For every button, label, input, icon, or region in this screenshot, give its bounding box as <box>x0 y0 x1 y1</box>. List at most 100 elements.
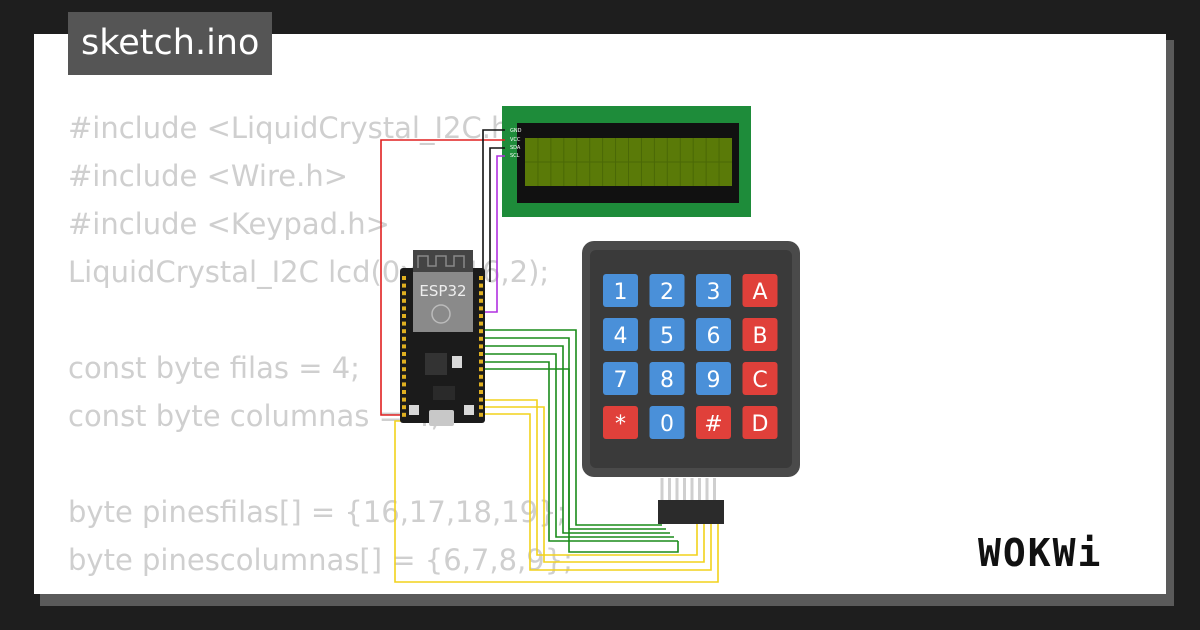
keypad-key[interactable]: 3 <box>696 274 731 307</box>
connector-pin <box>668 478 671 500</box>
esp32-pin <box>479 390 483 394</box>
connector-pin <box>683 478 686 500</box>
keypad-key-label: 4 <box>614 324 628 349</box>
esp32-pin <box>479 314 483 318</box>
lcd-display[interactable]: GND VCC SDA SCL <box>502 106 751 217</box>
esp32-pin <box>402 405 406 410</box>
keypad-key[interactable]: B <box>742 318 778 351</box>
keypad-key-label: B <box>752 324 767 349</box>
esp32-pin <box>479 321 483 326</box>
esp32-pin <box>402 321 406 326</box>
code-line: char teclas[4][4] = {{'1','2','3','A'}, <box>68 584 583 594</box>
keypad-key[interactable]: C <box>742 362 778 395</box>
esp32-pin <box>479 374 483 379</box>
esp32-pin <box>479 382 483 387</box>
lcd-pin-labels: GND VCC SDA SCL <box>510 128 522 159</box>
code-line: #include <Wire.h> <box>68 159 349 193</box>
esp32-board[interactable]: ESP32 <box>400 250 485 426</box>
connector-pin <box>675 478 679 500</box>
keypad-key[interactable]: A <box>742 274 778 307</box>
keypad-key[interactable]: 1 <box>603 274 638 307</box>
lcd-pin-label: SDA <box>510 145 521 151</box>
wire-black <box>489 147 505 282</box>
esp32-pin <box>402 412 406 417</box>
code-line: #include <Keypad.h> <box>68 207 390 241</box>
lcd-pin-label: VCC <box>510 137 521 143</box>
connector-pin <box>713 478 716 500</box>
wire-yellow <box>402 413 712 571</box>
keypad-key[interactable]: 0 <box>649 406 685 439</box>
connector-pin <box>690 478 694 500</box>
code-line: byte pinescolumnas[] = {6,7,8,9}; <box>68 543 573 577</box>
keypad-key[interactable]: 9 <box>696 362 731 395</box>
espressif-logo-icon <box>431 304 451 324</box>
esp32-pin <box>402 359 406 364</box>
keypad-key-label: 1 <box>614 280 628 305</box>
wire-green <box>483 345 670 534</box>
keypad-key[interactable]: # <box>696 406 731 439</box>
wire-black <box>482 129 505 270</box>
esp32-pin <box>479 367 483 372</box>
code-line: const byte columnas = 4; <box>68 399 441 433</box>
keypad-key[interactable]: 4 <box>603 318 638 351</box>
keypad-key-label: 3 <box>707 280 721 305</box>
esp32-pin <box>402 329 406 334</box>
esp32-pin <box>402 374 406 379</box>
wire-green <box>483 361 678 542</box>
keypad-key[interactable]: 8 <box>649 362 685 395</box>
keypad-key-label: 9 <box>707 368 721 393</box>
esp32-pin <box>479 298 483 303</box>
esp32-pin <box>402 306 406 311</box>
keypad-key-label: A <box>752 280 767 305</box>
esp32-pin <box>479 336 483 341</box>
keypad-key-label: 8 <box>660 368 674 393</box>
esp32-pin <box>402 276 406 280</box>
keypad-key[interactable]: * <box>603 406 638 439</box>
esp32-pin <box>402 283 406 288</box>
wokwi-logo: WOKWi <box>978 531 1102 575</box>
esp32-pin <box>479 405 483 410</box>
wokwi-logo-text: WOKWi <box>978 531 1102 575</box>
wire-purple <box>485 155 505 313</box>
esp32-pin <box>479 291 483 296</box>
connector-pin <box>660 478 664 500</box>
esp32-pin <box>402 344 406 349</box>
keypad-key[interactable]: 5 <box>649 318 685 351</box>
esp32-pin <box>402 382 406 387</box>
esp32-pin <box>479 412 483 417</box>
wires <box>380 129 719 583</box>
wire-green <box>483 329 662 526</box>
esp32-pin <box>402 390 406 394</box>
keypad-key[interactable]: 2 <box>649 274 685 307</box>
keypad-key-label: D <box>752 412 769 437</box>
keypad-key-label: 0 <box>660 412 674 437</box>
keypad-key[interactable]: 7 <box>603 362 638 395</box>
esp32-pin <box>402 298 406 303</box>
keypad-key-label: C <box>752 368 767 393</box>
esp32-pin <box>479 397 483 402</box>
keypad-key[interactable]: 6 <box>696 318 731 351</box>
code-preview: #include <LiquidCrystal_I2C.h>#include <… <box>68 104 583 594</box>
wire-yellow <box>402 406 705 563</box>
esp32-pin <box>479 329 483 334</box>
wire-green <box>483 353 674 538</box>
file-name-tab[interactable]: sketch.ino <box>68 12 273 75</box>
esp32-pin <box>479 352 483 356</box>
esp32-label: ESP32 <box>419 282 466 300</box>
esp32-pin <box>479 306 483 311</box>
keypad-key-label: # <box>704 412 722 437</box>
keypad-key[interactable]: D <box>742 406 778 439</box>
esp32-pin <box>402 291 406 296</box>
wire-green <box>483 368 679 553</box>
esp32-pin <box>402 352 406 356</box>
esp32-pin <box>402 367 406 372</box>
keypad-key-label: 5 <box>660 324 674 349</box>
esp32-pin <box>479 359 483 364</box>
wire-red <box>380 139 505 416</box>
keypad-key-label: 6 <box>707 324 721 349</box>
esp32-pin <box>402 314 406 318</box>
esp32-pin <box>402 397 406 402</box>
code-line: const byte filas = 4; <box>68 351 360 385</box>
